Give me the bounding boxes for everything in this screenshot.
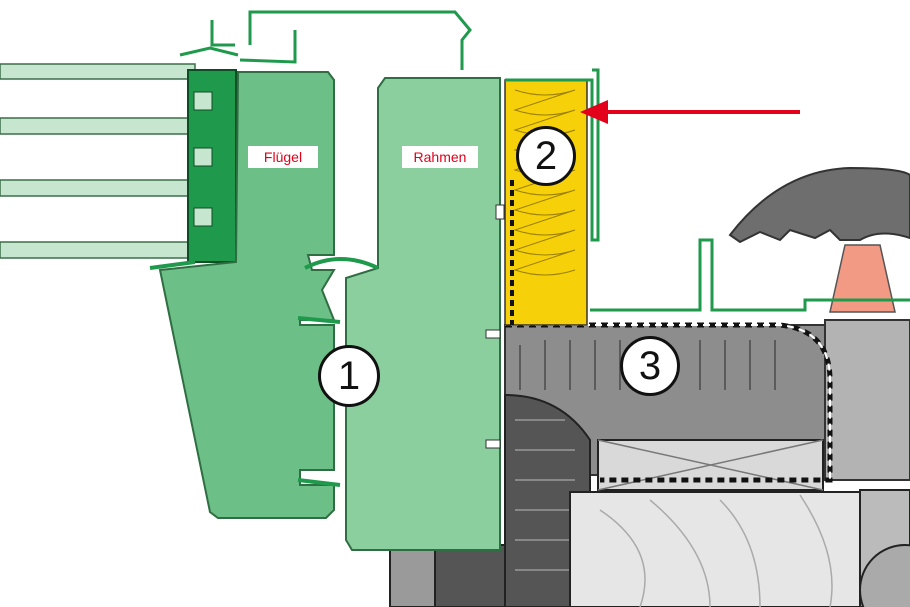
glazing (0, 63, 196, 259)
red-arrow (580, 100, 800, 124)
marker-1: 1 (318, 345, 380, 407)
sash-label: Flügel (248, 146, 318, 168)
marker-2: 2 (516, 126, 576, 186)
wall-masonry (389, 319, 910, 607)
frame-profile (345, 77, 501, 551)
frame-drain-slots (485, 204, 505, 449)
marker-3: 3 (620, 336, 680, 396)
glazing-bead (187, 69, 237, 263)
insulation (504, 68, 600, 326)
top-cover-profile (179, 10, 472, 70)
frame-label: Rahmen (402, 146, 478, 168)
gasket (149, 257, 379, 487)
sash-profile (158, 71, 336, 519)
window-sill-cover (590, 166, 910, 313)
